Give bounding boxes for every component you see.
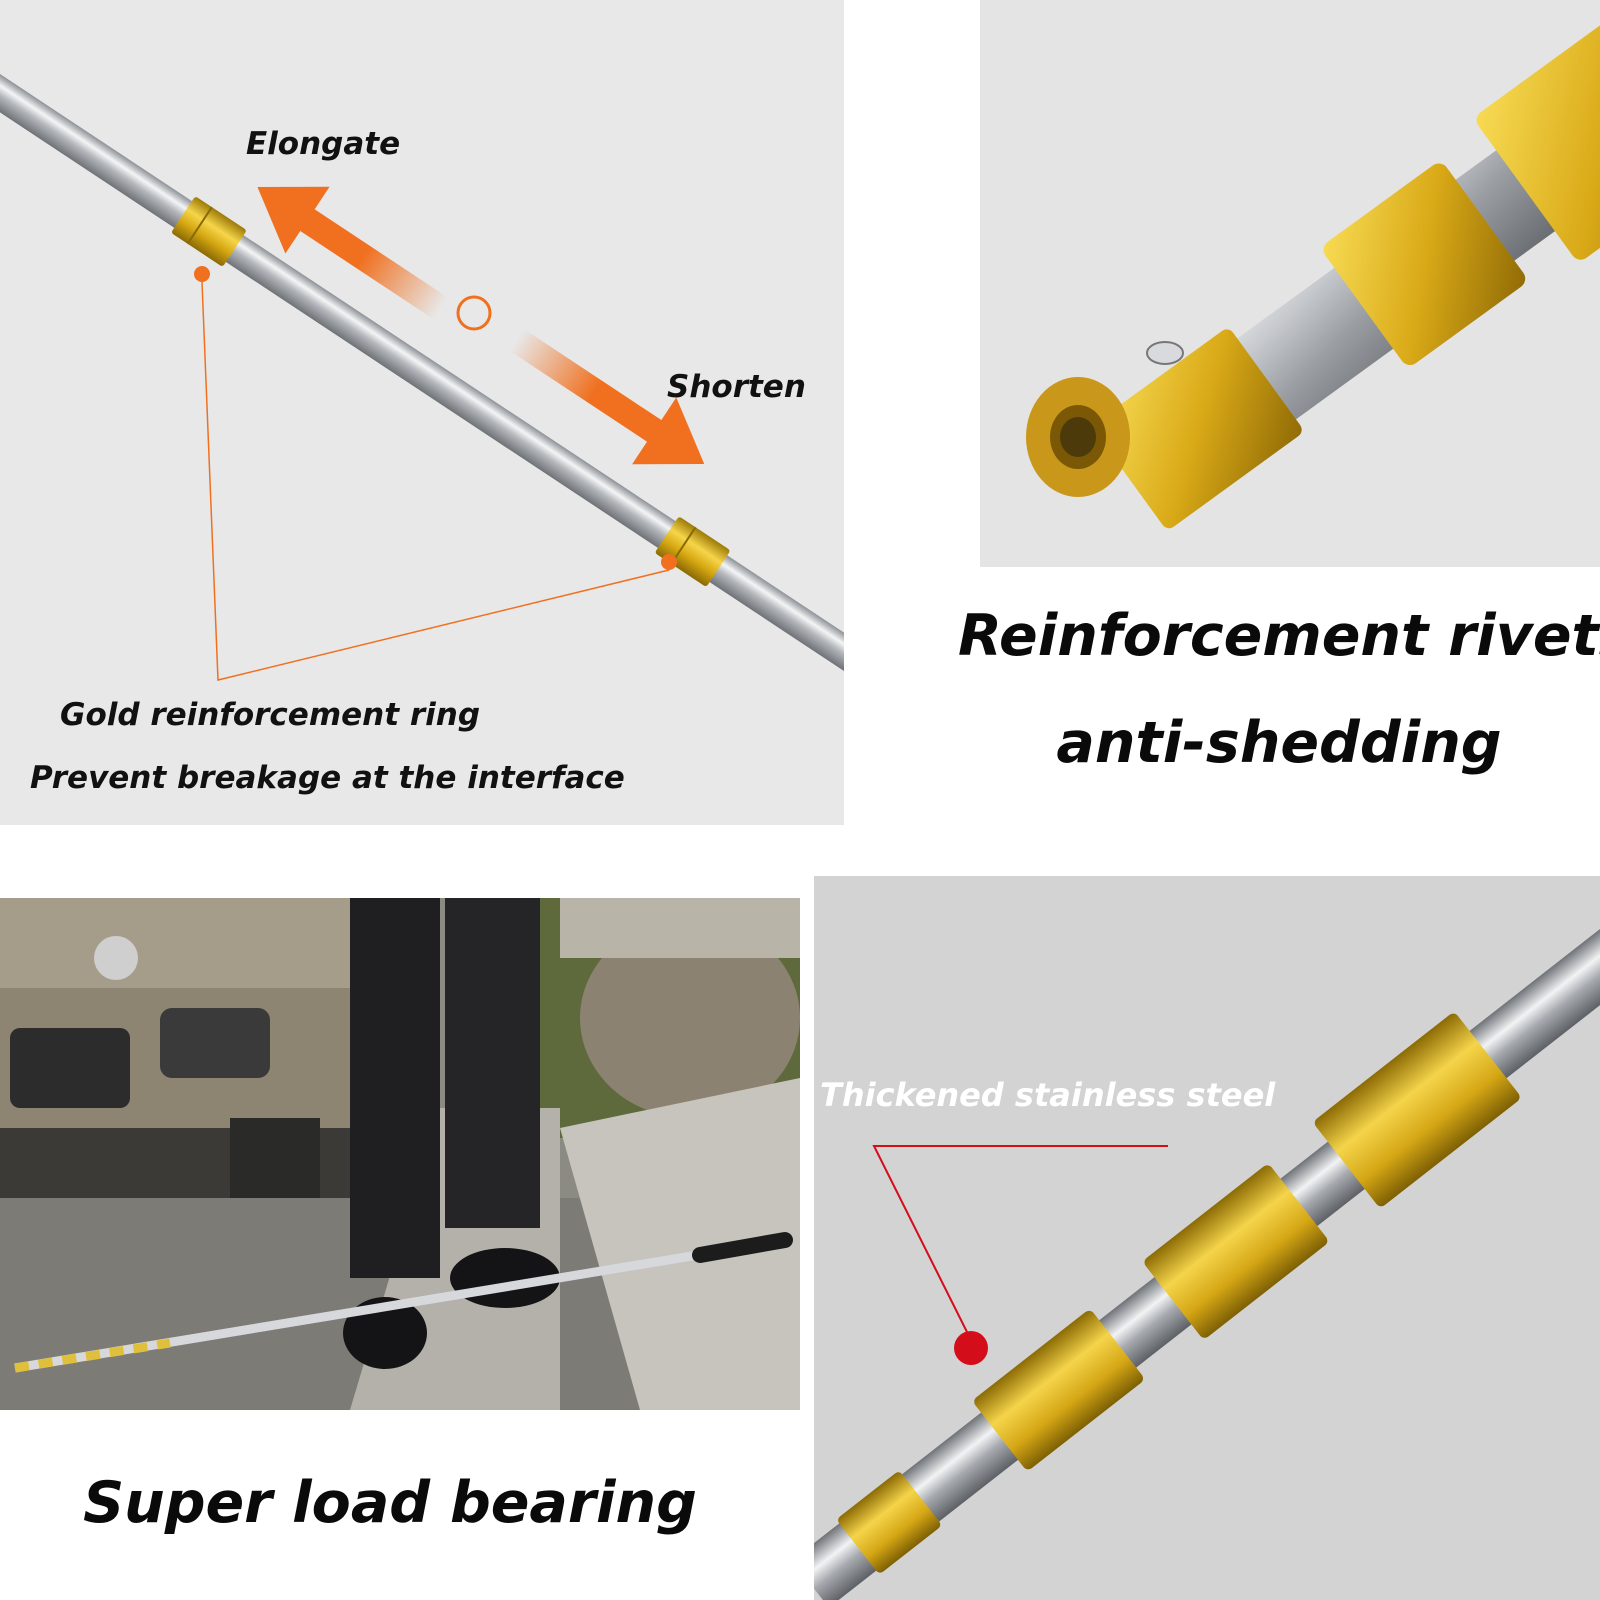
marker-dot — [954, 1331, 988, 1365]
arrow-shorten — [509, 328, 705, 465]
panel-stainless-steel: Thickened stainless steel — [814, 876, 1600, 1600]
gold-collar — [1323, 163, 1526, 366]
ring-label: Gold reinforcement ring — [60, 697, 481, 733]
elongate-label: Elongate — [246, 126, 401, 162]
gold-collar — [1476, 4, 1600, 260]
callout-line — [872, 1145, 1168, 1347]
telescopic-pole — [0, 57, 844, 747]
shorten-label: Shorten — [667, 369, 806, 405]
telescopic-pole — [14, 1248, 711, 1373]
steps — [560, 1078, 800, 1410]
person-leg — [445, 898, 540, 1228]
shoe — [343, 1297, 427, 1369]
person-leg — [350, 898, 440, 1278]
panel-load-bearing-photo — [0, 898, 800, 1410]
gold-ring-upper — [172, 197, 246, 266]
gold-collar — [1314, 1013, 1520, 1207]
rivet-icon — [1146, 341, 1184, 365]
rock — [580, 918, 800, 1118]
telescopic-pole — [814, 883, 1600, 1600]
stainless-steel-illustration — [814, 883, 1600, 1600]
ring-marker-dot — [194, 266, 210, 282]
rivets-caption-line-1: Reinforcement rivets — [958, 603, 1600, 669]
panel-pole-extension: Elongate Shorten Gold reinforcement ring… — [0, 0, 844, 825]
steel-label: Thickened stainless steel — [820, 1076, 1276, 1114]
rivet-closeup-illustration — [1026, 4, 1600, 529]
load-bearing-photo — [0, 898, 800, 1410]
pivot-circle-icon — [456, 295, 492, 331]
ring-marker-dot — [661, 554, 677, 570]
gold-end-cap — [1094, 329, 1302, 529]
pole-extension-illustration — [0, 57, 844, 747]
ring-sublabel: Prevent breakage at the interface — [30, 760, 625, 796]
rivets-caption-line-2: anti-shedding — [1056, 710, 1502, 776]
gold-collar — [974, 1310, 1143, 1470]
load-bearing-caption: Super load bearing — [83, 1470, 697, 1536]
arrow-elongate — [257, 186, 449, 320]
panel-rivet-closeup — [980, 0, 1600, 567]
gold-collar — [1144, 1165, 1328, 1338]
callout-line — [201, 281, 670, 681]
gold-ring-lower — [655, 517, 730, 586]
pole-grip — [692, 1232, 793, 1263]
